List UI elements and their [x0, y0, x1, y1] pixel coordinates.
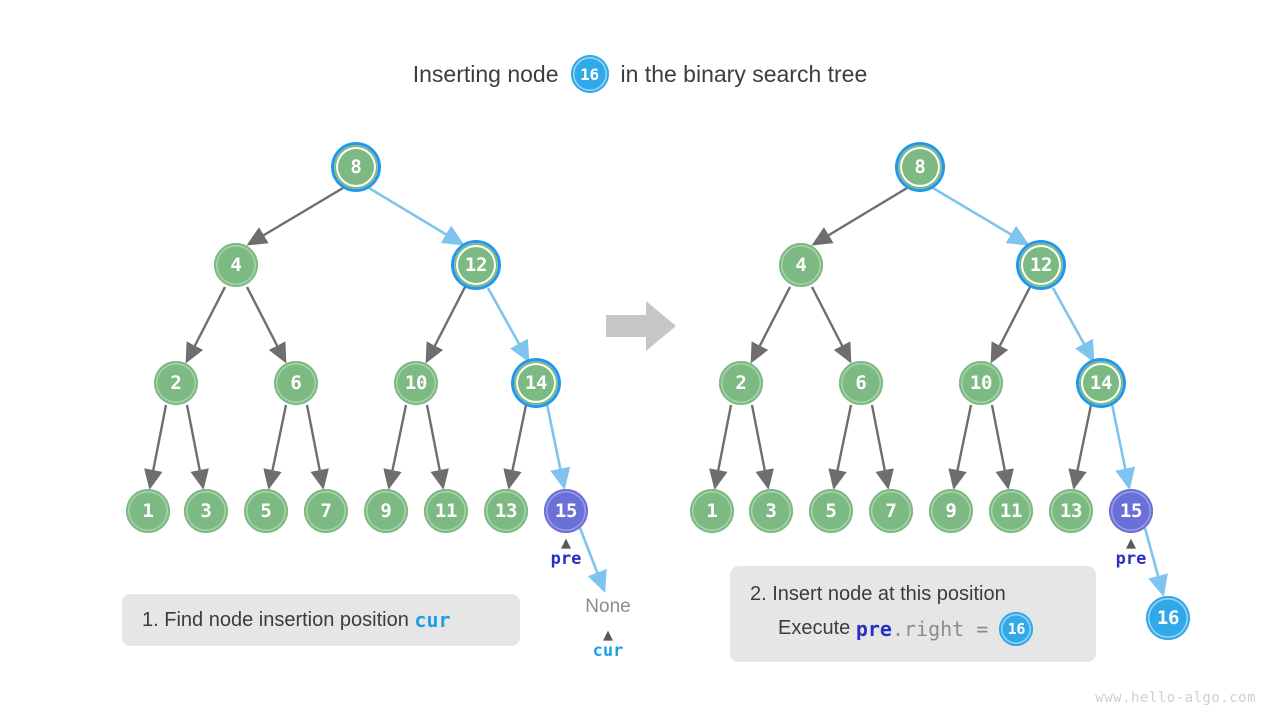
pointer-cur-label: cur	[592, 641, 624, 661]
caret-up-icon: ▲	[561, 536, 571, 551]
tree-node-3[interactable]: 3	[184, 489, 228, 533]
pointer-pre-left: ▲ pre	[550, 536, 582, 569]
watermark: www.hello-algo.com	[1095, 690, 1256, 706]
pointer-cur-left: ▲ cur	[592, 628, 624, 661]
tree-node-1[interactable]: 1	[690, 489, 734, 533]
tree-node-10[interactable]: 10	[394, 361, 438, 405]
tree-node-7[interactable]: 7	[869, 489, 913, 533]
tree-node-9[interactable]: 9	[929, 489, 973, 533]
caption-step-2-number: 2.	[750, 582, 767, 605]
tree-node-6[interactable]: 6	[274, 361, 318, 405]
caption-step-2: 2. Insert node at this position Execute …	[730, 566, 1096, 662]
tree-node-1[interactable]: 1	[126, 489, 170, 533]
tree-node-3[interactable]: 3	[749, 489, 793, 533]
tree-node-12[interactable]: 12	[454, 243, 498, 287]
caption-step-2-line-2: Execute pre .right = 16	[750, 611, 1076, 646]
tree-node-9[interactable]: 9	[364, 489, 408, 533]
caption-step-1-keyword: cur	[414, 608, 451, 632]
caret-up-icon: ▲	[603, 628, 613, 643]
caret-up-icon: ▲	[1126, 536, 1136, 551]
tree-node-10[interactable]: 10	[959, 361, 1003, 405]
caption-execute-label: Execute	[778, 617, 851, 639]
tree-node-15[interactable]: 15	[1109, 489, 1153, 533]
pointer-pre-right: ▲ pre	[1115, 536, 1147, 569]
tree-node-5[interactable]: 5	[244, 489, 288, 533]
caption-step-1-number: 1.	[142, 608, 159, 631]
tree-node-8[interactable]: 8	[898, 145, 942, 189]
left-panel-find-position: 8 4 12 2 6 10 14 1 3 5 7 9 11 13 15 ▲ pr…	[126, 145, 631, 661]
title-prefix: Inserting node	[412, 60, 559, 87]
tree-node-15[interactable]: 15	[544, 489, 588, 533]
caption-step-1-line: 1. Find node insertion position cur	[142, 608, 500, 632]
tree-node-4[interactable]: 4	[214, 243, 258, 287]
tree-node-4[interactable]: 4	[779, 243, 823, 287]
tree-node-16-inserted[interactable]: 16	[1146, 596, 1190, 640]
left-tree-edges	[144, 186, 607, 593]
none-label: None	[585, 596, 631, 617]
pointer-pre-label: pre	[1115, 549, 1147, 569]
caption-keyword-pre: pre	[855, 616, 892, 641]
tree-node-2[interactable]: 2	[154, 361, 198, 405]
tree-node-12[interactable]: 12	[1019, 243, 1063, 287]
tree-node-13[interactable]: 13	[484, 489, 528, 533]
caption-step-1: 1. Find node insertion position cur	[122, 594, 520, 646]
pointer-pre-label: pre	[550, 549, 582, 569]
caption-step-2-text: Insert node at this position	[772, 582, 1006, 605]
tree-node-14[interactable]: 14	[1079, 361, 1123, 405]
title-node-16: 16	[570, 55, 609, 93]
tree-node-14[interactable]: 14	[514, 361, 558, 405]
tree-node-8[interactable]: 8	[334, 145, 378, 189]
caption-node-16: 16	[999, 611, 1034, 646]
caption-expression: .right =	[891, 616, 989, 641]
tree-node-13[interactable]: 13	[1049, 489, 1093, 533]
tree-node-7[interactable]: 7	[304, 489, 348, 533]
right-panel-insert-node: 8 4 12 2 6 10 14 1 3 5 7 9 11 13 15 16 ▲…	[640, 0, 1280, 720]
caption-step-2-line-1: 2. Insert node at this position	[750, 583, 1076, 606]
right-arrow-icon	[606, 301, 676, 351]
tree-node-5[interactable]: 5	[809, 489, 853, 533]
tree-node-2[interactable]: 2	[719, 361, 763, 405]
tree-node-11[interactable]: 11	[989, 489, 1033, 533]
page-title: Inserting node 16 in the binary search t…	[0, 52, 1280, 96]
right-tree-edges	[709, 186, 1168, 598]
tree-node-11[interactable]: 11	[424, 489, 468, 533]
caption-step-1-text: Find node insertion position	[164, 608, 409, 631]
title-suffix: in the binary search tree	[620, 60, 868, 87]
tree-node-6[interactable]: 6	[839, 361, 883, 405]
